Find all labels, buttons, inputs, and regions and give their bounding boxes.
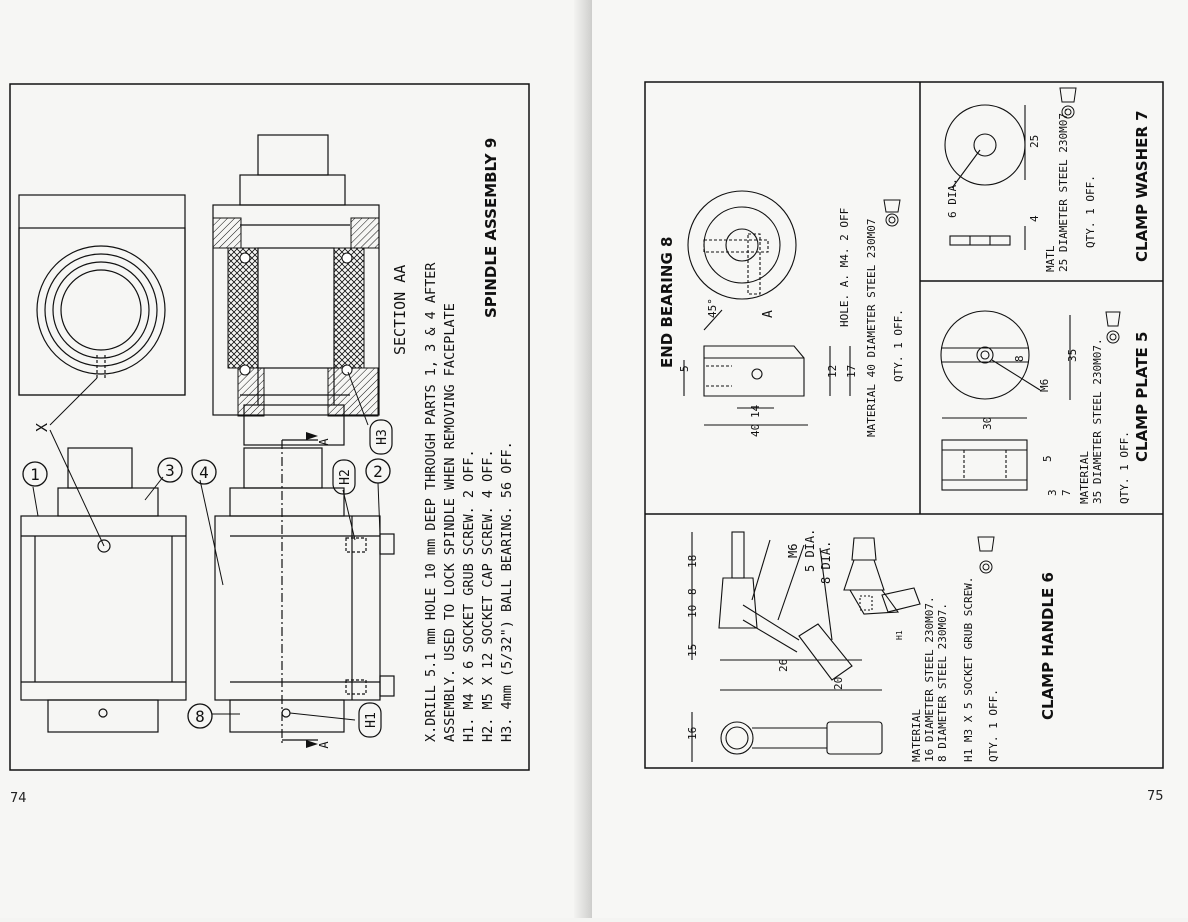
end-bearing-dim-14: 14 [749,404,762,418]
spindle-assembly-drawing [9,83,530,771]
handle-note-qty: QTY. 1 OFF. [987,689,1000,762]
spindle-assembly-title: SPINDLE ASSEMBLY 9 [482,138,500,318]
plate-note-qty: QTY. 1 OFF. [1118,431,1131,504]
balloon-2: 2 [373,462,383,481]
plate-dim-m6: M6 [1038,379,1051,392]
callout-h2: H2 [338,469,353,485]
plate-dim-30: 30 [981,417,994,430]
washer-note-matl: MATL [1044,245,1057,272]
callout-x: X [33,423,51,432]
page-number-right: 75 [1147,789,1164,804]
sheet-frame [644,81,1164,769]
section-marker-top: A [317,438,331,446]
note-line-2: ASSEMBLY. USED TO LOCK SPINDLE WHEN REMO… [442,303,458,742]
balloon-8: 8 [195,707,205,726]
washer-dim-dia: 6 DIA. [946,178,959,218]
plate-dim-7: 7 [1060,489,1073,496]
clamp-plate-title: CLAMP PLATE 5 [1133,332,1151,462]
handle-note-matl: MATERIAL [910,709,923,762]
left-text-layer: 1 3 4 2 8 X H1 H2 H3 A A SECTION AA [22,138,515,749]
plate-dim-35: 35 [1066,349,1079,362]
right-page: END BEARING 8 CLAMP WASHER 7 CLAMP PLATE… [592,0,1188,918]
end-bearing-dim-5: 5 [678,365,691,372]
section-label: SECTION AA [391,265,409,355]
handle-dim-15: 15 [686,644,699,657]
handle-note-16dia: 16 DIAMETER STEEL 230M07. [923,596,936,762]
left-page: 1 3 4 2 8 X H1 H2 H3 A A SECTION AA [0,0,592,918]
handle-dim-16: 16 [686,727,699,740]
handle-end-view [720,721,754,755]
end-bearing-side-view [703,345,805,397]
end-bearing-note-qty: QTY. 1 OFF. [892,309,905,382]
washer-dim-25: 25 [1028,135,1041,148]
note-line-4: H2. M5 X 12 SOCKET CAP SCREW. 4 OFF. [480,449,496,742]
washer-dim-4: 4 [1028,215,1041,222]
plate-dim-5: 5 [1041,455,1054,462]
clamp-plate-edge [941,439,1028,491]
handle-dim-8: 8 [686,588,699,595]
plate-dim-3: 3 [1046,489,1059,496]
end-bearing-note-hole: HOLE. A. M4. 2 OFF [838,208,851,327]
end-bearing-dim-45: 45° [706,298,719,318]
end-bearing-dim-12: 12 [826,365,839,378]
handle-dim-h1: H1 [895,630,904,640]
washer-note-material: 25 DIAMETER STEEL 230M07. [1057,106,1070,272]
section-marker-bottom: A [317,741,331,749]
ball-bearings [239,252,353,376]
page-number-left: 74 [10,791,27,806]
clamp-plate-face [940,310,1030,400]
balloon-3: 3 [165,461,175,480]
handle-dim-5dia: 5 DIA. [803,529,817,572]
section-arrows [306,432,318,748]
end-bearing-end-view [687,190,797,300]
note-line-1: X.DRILL 5.1 mm HOLE 10 mm DEEP THROUGH P… [423,262,439,742]
right-text-layer: END BEARING 8 CLAMP WASHER 7 CLAMP PLATE… [658,110,1151,720]
callout-h1: H1 [364,712,379,728]
end-bearing-dim-40: 40 [749,424,762,437]
plate-dim-8: 8 [1013,355,1026,362]
balloon-1: 1 [30,465,40,484]
handle-dim-26: 26 [777,659,790,672]
lock-hole [97,539,111,553]
end-bearing-note-material: MATERIAL 40 DIAMETER STEEL 230M07 [865,218,878,437]
handle-dim-18: 18 [686,555,699,568]
handle-grip [798,623,853,681]
clamp-washer-title: CLAMP WASHER 7 [1133,110,1151,262]
end-bearing-hole-label: A [761,310,776,318]
handle-note-8dia: 8 DIAMETER STEEL 230M07. [936,603,949,762]
section-body [212,204,380,416]
note-line-3: H1. M4 X 6 SOCKET GRUB SCREW. 2 OFF. [461,449,477,742]
drawing-frame [9,83,530,771]
plate-note-matl: MATERIAL [1078,451,1091,504]
handle-dim-m6: M6 [786,544,800,558]
plate-note-material: 35 DIAMETER STEEL 230M07. [1091,338,1104,504]
clamp-handle-title: CLAMP HANDLE 6 [1039,572,1057,720]
handle-dim-10: 10 [686,605,699,618]
section-crosshatch [227,247,259,369]
parts-drawing-sheet [644,81,1164,769]
section-hatch [212,217,242,249]
handle-dim-20: 20 [832,677,845,690]
end-bearing-title: END BEARING 8 [658,237,676,368]
clamp-washer-edge [949,235,1011,246]
handle-note-h1: H1 M3 X 5 SOCKET GRUB SCREW. [962,577,975,762]
handle-dim-8dia: 8 DIA. [819,541,833,584]
washer-note-qty: QTY. 1 OFF. [1084,175,1097,248]
end-bearing-dim-17: 17 [845,365,858,378]
note-line-5: H3. 4mm (5/32") BALL BEARING. 56 OFF. [499,441,515,742]
material-symbols [883,87,1121,574]
callout-h3: H3 [375,429,390,445]
balloon-4: 4 [199,463,209,482]
right-notes-layer: HOLE. A. M4. 2 OFF MATERIAL 40 DIAMETER … [678,106,1131,762]
